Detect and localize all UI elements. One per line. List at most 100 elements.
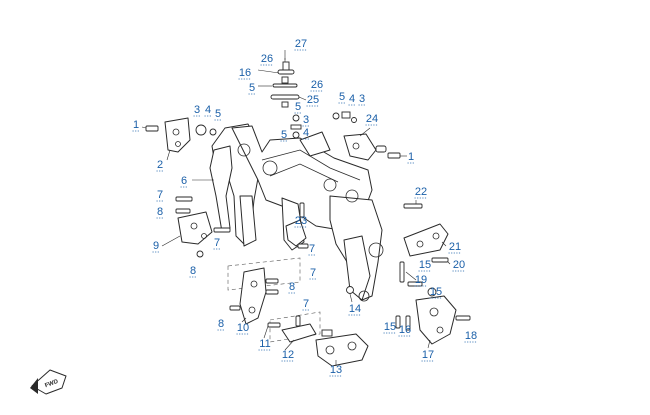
callout-number[interactable]: 16 — [239, 67, 251, 79]
callout-number[interactable]: 12 — [282, 349, 294, 361]
callout-c7a[interactable]: 7 — [156, 189, 164, 202]
callout-c27[interactable]: 27 — [294, 38, 308, 51]
bracket-2 — [164, 117, 191, 153]
callout-number[interactable]: 21 — [449, 241, 461, 253]
bracket-12 — [281, 323, 317, 343]
callout-c4a[interactable]: 4 — [302, 127, 310, 140]
callout-number[interactable]: 13 — [330, 364, 342, 376]
callout-c4c[interactable]: 4 — [348, 93, 356, 106]
callout-c20[interactable]: 20 — [452, 259, 466, 272]
callout-number[interactable]: 15 — [419, 259, 431, 271]
callout-number[interactable]: 7 — [157, 189, 163, 201]
callout-number[interactable]: 18 — [465, 330, 477, 342]
callout-number[interactable]: 22 — [415, 186, 427, 198]
callout-c6[interactable]: 6 — [180, 175, 188, 188]
callout-number[interactable]: 7 — [303, 298, 309, 310]
callout-c8d[interactable]: 8 — [217, 318, 225, 331]
callout-c25[interactable]: 25 — [306, 94, 320, 107]
callout-c5d[interactable]: 5 — [214, 108, 222, 121]
callout-number[interactable]: 10 — [237, 322, 249, 334]
callout-number[interactable]: 11 — [259, 338, 270, 350]
callout-number[interactable]: 15 — [384, 321, 396, 333]
callout-number[interactable]: 26 — [261, 53, 273, 65]
callout-c15c[interactable]: 15 — [383, 321, 397, 334]
callout-c26a[interactable]: 26 — [260, 53, 274, 66]
callout-c11[interactable]: 11 — [258, 338, 272, 351]
callout-c18[interactable]: 18 — [464, 330, 478, 343]
callout-number[interactable]: 17 — [422, 349, 434, 361]
callout-number[interactable]: 24 — [366, 113, 378, 125]
callout-c8b[interactable]: 8 — [189, 265, 197, 278]
callout-c7e[interactable]: 7 — [302, 298, 310, 311]
callout-number[interactable]: 16 — [399, 324, 411, 336]
callout-number[interactable]: 14 — [349, 303, 361, 315]
callout-number[interactable]: 5 — [281, 129, 287, 141]
callout-c3a[interactable]: 3 — [302, 114, 310, 127]
callout-c19[interactable]: 19 — [414, 274, 428, 287]
callout-c5c[interactable]: 5 — [280, 129, 288, 142]
callout-number[interactable]: 5 — [215, 108, 221, 120]
fwd-label: FWD — [44, 379, 60, 390]
callout-c10[interactable]: 10 — [236, 322, 250, 335]
callout-number[interactable]: 5 — [249, 82, 255, 94]
callout-number[interactable]: 9 — [153, 240, 159, 252]
callout-number[interactable]: 4 — [349, 93, 355, 105]
callout-number[interactable]: 4 — [205, 104, 211, 116]
callout-c7d[interactable]: 7 — [309, 267, 317, 280]
callout-c21[interactable]: 21 — [448, 241, 462, 254]
callout-c1a[interactable]: 1 — [132, 119, 140, 132]
callout-number[interactable]: 6 — [181, 175, 187, 187]
callout-number[interactable]: 26 — [311, 79, 323, 91]
callout-number[interactable]: 23 — [295, 215, 307, 227]
callout-c26b[interactable]: 26 — [310, 79, 324, 92]
callout-number[interactable]: 8 — [218, 318, 224, 330]
callout-number[interactable]: 4 — [303, 127, 309, 139]
callout-number[interactable]: 15 — [430, 286, 442, 298]
callout-number[interactable]: 1 — [408, 151, 414, 163]
callout-number[interactable]: 7 — [309, 243, 315, 255]
callout-c15a[interactable]: 15 — [418, 259, 432, 272]
callout-number[interactable]: 5 — [295, 101, 301, 113]
callout-c12[interactable]: 12 — [281, 349, 295, 362]
leader-lines — [141, 50, 451, 366]
callout-c7b[interactable]: 7 — [213, 237, 221, 250]
callout-number[interactable]: 19 — [415, 274, 427, 286]
callout-c8c[interactable]: 8 — [288, 281, 296, 294]
callout-c7c[interactable]: 7 — [308, 243, 316, 256]
callout-c5a[interactable]: 5 — [248, 82, 256, 95]
callout-number[interactable]: 7 — [310, 267, 316, 279]
callout-number[interactable]: 27 — [295, 38, 307, 50]
callout-c8a[interactable]: 8 — [156, 206, 164, 219]
callout-c13[interactable]: 13 — [329, 364, 343, 377]
callout-number[interactable]: 2 — [157, 159, 163, 171]
callout-number[interactable]: 1 — [133, 119, 139, 131]
callout-c14[interactable]: 14 — [348, 303, 362, 316]
callout-c4b[interactable]: 4 — [204, 104, 212, 117]
callout-c1b[interactable]: 1 — [407, 151, 415, 164]
callout-c16b[interactable]: 16 — [398, 324, 412, 337]
callout-c24[interactable]: 24 — [365, 113, 379, 126]
parts-drawing: FWD — [30, 50, 471, 395]
callout-number[interactable]: 8 — [190, 265, 196, 277]
callout-c23[interactable]: 23 — [294, 215, 308, 228]
callout-number[interactable]: 5 — [339, 91, 345, 103]
callout-c22[interactable]: 22 — [414, 186, 428, 199]
callout-c5b[interactable]: 5 — [294, 101, 302, 114]
callout-number[interactable]: 3 — [303, 114, 309, 126]
callout-number[interactable]: 25 — [307, 94, 319, 106]
callout-c15b[interactable]: 15 — [429, 286, 443, 299]
callout-c16[interactable]: 16 — [238, 67, 252, 80]
callout-c5e[interactable]: 5 — [338, 91, 346, 104]
callout-c9[interactable]: 9 — [152, 240, 160, 253]
callout-number[interactable]: 3 — [359, 93, 365, 105]
callout-c3c[interactable]: 3 — [358, 93, 366, 106]
callout-number[interactable]: 20 — [453, 259, 465, 271]
callout-number[interactable]: 8 — [289, 281, 295, 293]
callout-number[interactable]: 7 — [214, 237, 220, 249]
callout-c2[interactable]: 2 — [156, 159, 164, 172]
callout-number[interactable]: 3 — [194, 104, 200, 116]
callout-number[interactable]: 8 — [157, 206, 163, 218]
callout-c17[interactable]: 17 — [421, 349, 435, 362]
callout-c3b[interactable]: 3 — [193, 104, 201, 117]
